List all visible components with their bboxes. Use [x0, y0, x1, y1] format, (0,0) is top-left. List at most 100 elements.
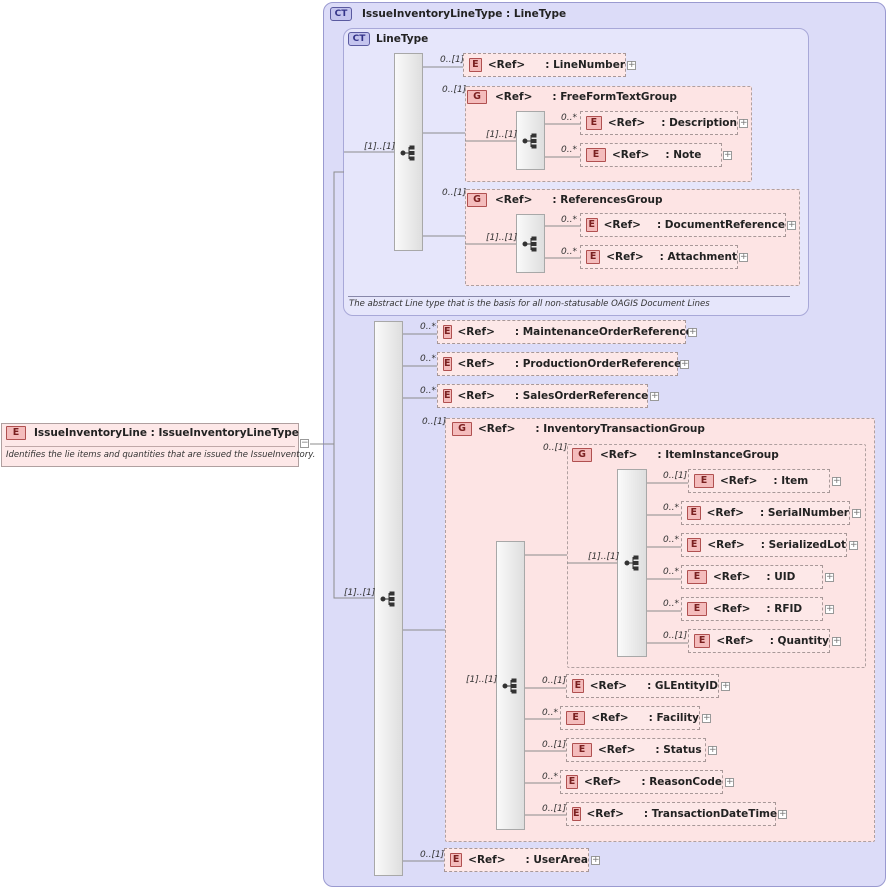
- cardinality: 0..*: [561, 113, 577, 123]
- cardinality: 0..*: [420, 322, 436, 332]
- expand-toggle[interactable]: +: [825, 604, 834, 614]
- element-badge: E: [687, 570, 707, 584]
- element-production-order-reference[interactable]: E <Ref> : ProductionOrderReference: [437, 352, 682, 376]
- sequence-icon: [502, 678, 517, 694]
- cardinality: [1]..[1]: [344, 588, 376, 598]
- expand-toggle[interactable]: +: [787, 220, 796, 230]
- expand-toggle[interactable]: +: [723, 150, 732, 160]
- ref-label: <Ref>: [606, 251, 644, 263]
- element-rfid[interactable]: E <Ref> : RFID: [681, 597, 823, 621]
- element-note[interactable]: E <Ref> : Note: [580, 143, 722, 167]
- element-attachment[interactable]: E <Ref> : Attachment: [580, 245, 738, 269]
- expand-toggle[interactable]: +: [849, 540, 858, 550]
- group-inventory-transaction-header[interactable]: G <Ref> : InventoryTransactionGroup: [452, 422, 705, 436]
- complex-type-title: IssueInventoryLineType : LineType: [362, 8, 567, 20]
- cardinality: [1]..[1]: [364, 142, 396, 152]
- group-badge: G: [467, 90, 487, 104]
- element-facility[interactable]: E <Ref> : Facility: [560, 706, 700, 730]
- element-badge: E: [572, 679, 584, 693]
- element-badge: E: [572, 743, 592, 757]
- element-uid[interactable]: E <Ref> : UID: [681, 565, 823, 589]
- element-badge: E: [586, 116, 602, 130]
- cardinality: 0..[1]: [543, 443, 568, 453]
- root-element-doc: Identifies the lie items and quantities …: [6, 450, 316, 460]
- element-serialized-lot[interactable]: E <Ref> : SerializedLot: [681, 533, 847, 557]
- group-references-header[interactable]: G <Ref> : ReferencesGroup: [467, 193, 663, 207]
- group-item-instance-header[interactable]: G <Ref> : ItemInstanceGroup: [572, 448, 779, 462]
- element-badge: E: [687, 506, 701, 520]
- expand-toggle[interactable]: +: [721, 681, 730, 691]
- expand-toggle[interactable]: +: [680, 359, 689, 369]
- expand-toggle[interactable]: +: [852, 508, 861, 518]
- expand-toggle[interactable]: +: [702, 713, 711, 723]
- expand-toggle[interactable]: +: [778, 809, 787, 819]
- ref-label: <Ref>: [586, 808, 624, 820]
- group-badge: G: [572, 448, 592, 462]
- expand-toggle[interactable]: +: [708, 745, 717, 755]
- group-badge: G: [467, 193, 487, 207]
- element-name: : Facility: [648, 712, 699, 724]
- references-sequence: [516, 214, 545, 273]
- ref-label: <Ref>: [591, 712, 629, 724]
- root-element-box[interactable]: [1, 423, 299, 467]
- ref-label: <Ref>: [495, 91, 533, 103]
- expand-toggle[interactable]: +: [739, 252, 748, 262]
- ref-label: <Ref>: [713, 603, 751, 615]
- expand-toggle[interactable]: +: [739, 118, 748, 128]
- element-name: : ReasonCode: [641, 776, 722, 788]
- cardinality: 0..[1]: [663, 631, 688, 641]
- expand-toggle[interactable]: +: [688, 327, 697, 337]
- element-name: : Description: [661, 117, 737, 129]
- expand-toggle[interactable]: +: [627, 60, 636, 70]
- group-free-form-text-header[interactable]: G <Ref> : FreeFormTextGroup: [467, 90, 677, 104]
- element-name: : GLEntityID: [647, 680, 718, 692]
- element-name: : TransactionDateTime: [643, 808, 778, 820]
- expand-toggle[interactable]: +: [832, 476, 841, 486]
- element-badge: E: [586, 218, 598, 232]
- cardinality: [1]..[1]: [466, 675, 498, 685]
- element-sales-order-reference[interactable]: E <Ref> : SalesOrderReference: [437, 384, 648, 408]
- complex-type-header: CT IssueInventoryLineType : LineType: [330, 7, 566, 21]
- cardinality: 0..[1]: [442, 85, 467, 95]
- group-name: : InventoryTransactionGroup: [535, 423, 705, 435]
- expand-toggle[interactable]: +: [650, 391, 659, 401]
- group-badge: G: [452, 422, 472, 436]
- cardinality: 0..*: [561, 215, 577, 225]
- element-badge: E: [450, 853, 463, 867]
- root-collapse-toggle[interactable]: −: [300, 438, 309, 448]
- element-transaction-date-time[interactable]: E <Ref> : TransactionDateTime: [566, 802, 778, 826]
- root-element-divider: [5, 446, 295, 447]
- element-gl-entity-id[interactable]: E <Ref> : GLEntityID: [566, 674, 719, 698]
- cardinality: 0..*: [663, 567, 679, 577]
- element-document-reference[interactable]: E <Ref> : DocumentReference: [580, 213, 786, 237]
- element-badge: E: [566, 775, 578, 789]
- expand-toggle[interactable]: +: [825, 572, 834, 582]
- base-type-doc: The abstract Line type that is the basis…: [349, 299, 710, 309]
- element-description[interactable]: E <Ref> : Description: [580, 111, 738, 135]
- cardinality: 0..*: [663, 535, 679, 545]
- element-badge: E: [694, 634, 711, 648]
- element-name: : Note: [665, 149, 702, 161]
- element-quantity[interactable]: E <Ref> : Quantity: [688, 629, 830, 653]
- group-name: : FreeFormTextGroup: [552, 91, 677, 103]
- element-name: : Item: [773, 475, 809, 487]
- expand-toggle[interactable]: +: [832, 636, 841, 646]
- element-serial-number[interactable]: E <Ref> : SerialNumber: [681, 501, 850, 525]
- element-line-number[interactable]: E <Ref> : LineNumber: [463, 53, 626, 77]
- element-badge: E: [443, 389, 452, 403]
- expand-toggle[interactable]: +: [591, 855, 600, 865]
- element-maintenance-order-reference[interactable]: E <Ref> : MaintenanceOrderReference: [437, 320, 693, 344]
- ref-label: <Ref>: [598, 744, 636, 756]
- element-item[interactable]: E <Ref> : Item: [688, 469, 830, 493]
- expand-toggle[interactable]: +: [725, 777, 734, 787]
- element-badge: E: [566, 711, 586, 725]
- element-name: : UserArea: [525, 854, 588, 866]
- element-status[interactable]: E <Ref> : Status: [566, 738, 706, 762]
- element-name: : ProductionOrderReference: [514, 358, 682, 370]
- cardinality: 0..*: [663, 503, 679, 513]
- element-reason-code[interactable]: E <Ref> : ReasonCode: [560, 770, 723, 794]
- element-name: : SalesOrderReference: [514, 390, 649, 402]
- ref-label: <Ref>: [713, 571, 751, 583]
- element-badge: E: [687, 602, 707, 616]
- element-user-area[interactable]: E <Ref> : UserArea: [444, 848, 589, 872]
